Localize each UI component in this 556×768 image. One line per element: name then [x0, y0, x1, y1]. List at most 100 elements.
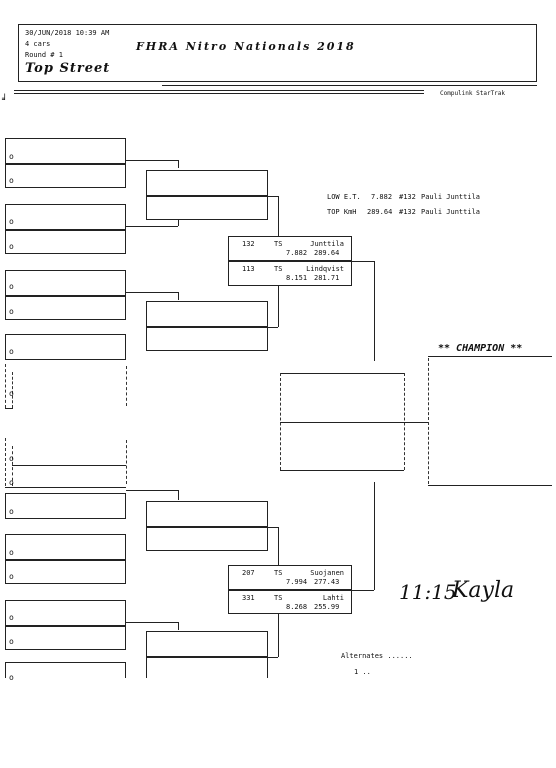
header-rule-1	[162, 85, 537, 86]
connector	[278, 614, 279, 657]
round2-slot-6	[146, 527, 268, 551]
round2-slot-4	[146, 327, 268, 351]
round2-slot-5	[146, 501, 268, 527]
bullet: o	[9, 152, 14, 161]
dashed-line-1	[5, 364, 6, 408]
matchup-2-top-speed: 277.43	[314, 578, 340, 586]
low-et-car: #132	[399, 193, 416, 201]
header-datetime: 30/JUN/2018 10:39 AM	[25, 29, 110, 37]
connector	[268, 657, 278, 658]
dashed-line-4	[5, 438, 6, 486]
matchup-2-bottom-class: TS	[274, 594, 283, 602]
entry-slot-6	[5, 296, 126, 320]
final-right-side	[404, 373, 405, 470]
matchup-2-top-et: 7.994	[286, 578, 308, 586]
class-title: Top Street	[25, 61, 111, 76]
connector	[178, 490, 179, 500]
entry-slot-4	[5, 230, 126, 254]
connector	[374, 482, 375, 590]
connector	[352, 590, 374, 591]
matchup-1-bottom	[228, 261, 352, 286]
champion-left-side	[428, 358, 429, 484]
top-speed-driver: Pauli Junttila	[421, 208, 481, 216]
matchup-2-bottom	[228, 590, 352, 614]
bullet: o	[9, 613, 14, 622]
matchup-2-top-number: 207	[242, 569, 255, 577]
matchup-2-top	[228, 565, 352, 590]
handwritten-signature: Kayla	[452, 578, 515, 603]
champion-label: ** CHAMPION **	[438, 343, 523, 354]
top-speed-value: 289.64	[367, 208, 393, 216]
handwritten-time: 11:15	[399, 580, 457, 604]
final-left-side	[280, 373, 281, 470]
round2-slot-3	[146, 301, 268, 327]
matchup-2-top-class: TS	[274, 569, 283, 577]
bullet: o	[9, 548, 14, 557]
matchup-1-bottom-et: 8.151	[286, 274, 308, 282]
bullet: o	[9, 307, 14, 316]
matchup-1-top-name: Junttila	[310, 240, 344, 248]
matchup-2-top-name: Suojanen	[310, 569, 344, 577]
dashed-rule-3	[5, 487, 126, 488]
round2-slot-7	[146, 631, 268, 657]
entry-slot-9	[5, 534, 126, 560]
matchup-1-top-number: 132	[242, 240, 255, 248]
connector	[268, 527, 278, 528]
matchup-1-bottom-name: Lindqvist	[306, 265, 344, 273]
software-label: Compulink StarTrak	[440, 90, 506, 97]
header-box	[18, 24, 537, 82]
connector	[352, 261, 374, 262]
round2-slot-2	[146, 196, 268, 220]
connector	[178, 160, 179, 168]
matchup-1-top-et: 7.882	[286, 249, 308, 257]
connector	[278, 527, 279, 565]
header-cars: 4 cars	[25, 40, 51, 48]
final-top-rule	[280, 373, 404, 374]
champion-bottom-rule	[428, 485, 552, 486]
matchup-1-bottom-number: 113	[242, 265, 255, 273]
connector	[268, 196, 278, 197]
round2-slot-8	[146, 657, 268, 678]
bullet: o	[9, 176, 14, 185]
bullet: o	[9, 507, 14, 516]
matchup-2-bottom-name: Lahti	[322, 594, 344, 602]
matchup-1-top-class: TS	[274, 240, 283, 248]
top-speed-car: #132	[399, 208, 416, 216]
connector	[126, 292, 178, 293]
bullet: o	[9, 282, 14, 291]
connector	[178, 622, 179, 630]
bullet: o	[9, 242, 14, 251]
entry-slot-3	[5, 204, 126, 230]
dashed-rule-1	[5, 408, 13, 409]
dashed-line-6	[126, 440, 127, 484]
bullet: o	[9, 572, 14, 581]
final-mid-rule	[280, 422, 404, 423]
connector	[126, 160, 178, 161]
matchup-2-bottom-et: 8.268	[286, 603, 308, 611]
connector	[374, 261, 375, 361]
connector	[126, 622, 178, 623]
alternates-first: 1 ..	[354, 668, 371, 676]
matchup-2-bottom-number: 331	[242, 594, 255, 602]
entry-slot-12	[5, 626, 126, 650]
bullet: o	[9, 389, 14, 398]
final-bottom-rule	[280, 470, 404, 471]
bullet: o	[9, 454, 14, 463]
champion-top-rule	[428, 356, 552, 357]
dashed-rule-2	[12, 465, 126, 466]
bullet: o	[9, 217, 14, 226]
entry-slot-7	[5, 334, 126, 360]
header-rule-3	[14, 93, 424, 94]
matchup-1-top	[228, 236, 352, 261]
entry-slot-8	[5, 493, 126, 519]
connector	[278, 286, 279, 327]
entry-slot-2	[5, 164, 126, 188]
bullet: o	[9, 637, 14, 646]
connector	[178, 292, 179, 300]
dashed-line-5	[12, 446, 13, 486]
margin-mark: ╛	[2, 95, 8, 105]
entry-slot-11	[5, 600, 126, 626]
matchup-2-bottom-speed: 255.99	[314, 603, 340, 611]
alternates-label: Alternates ......	[341, 652, 413, 660]
entry-slot-1	[5, 138, 126, 164]
